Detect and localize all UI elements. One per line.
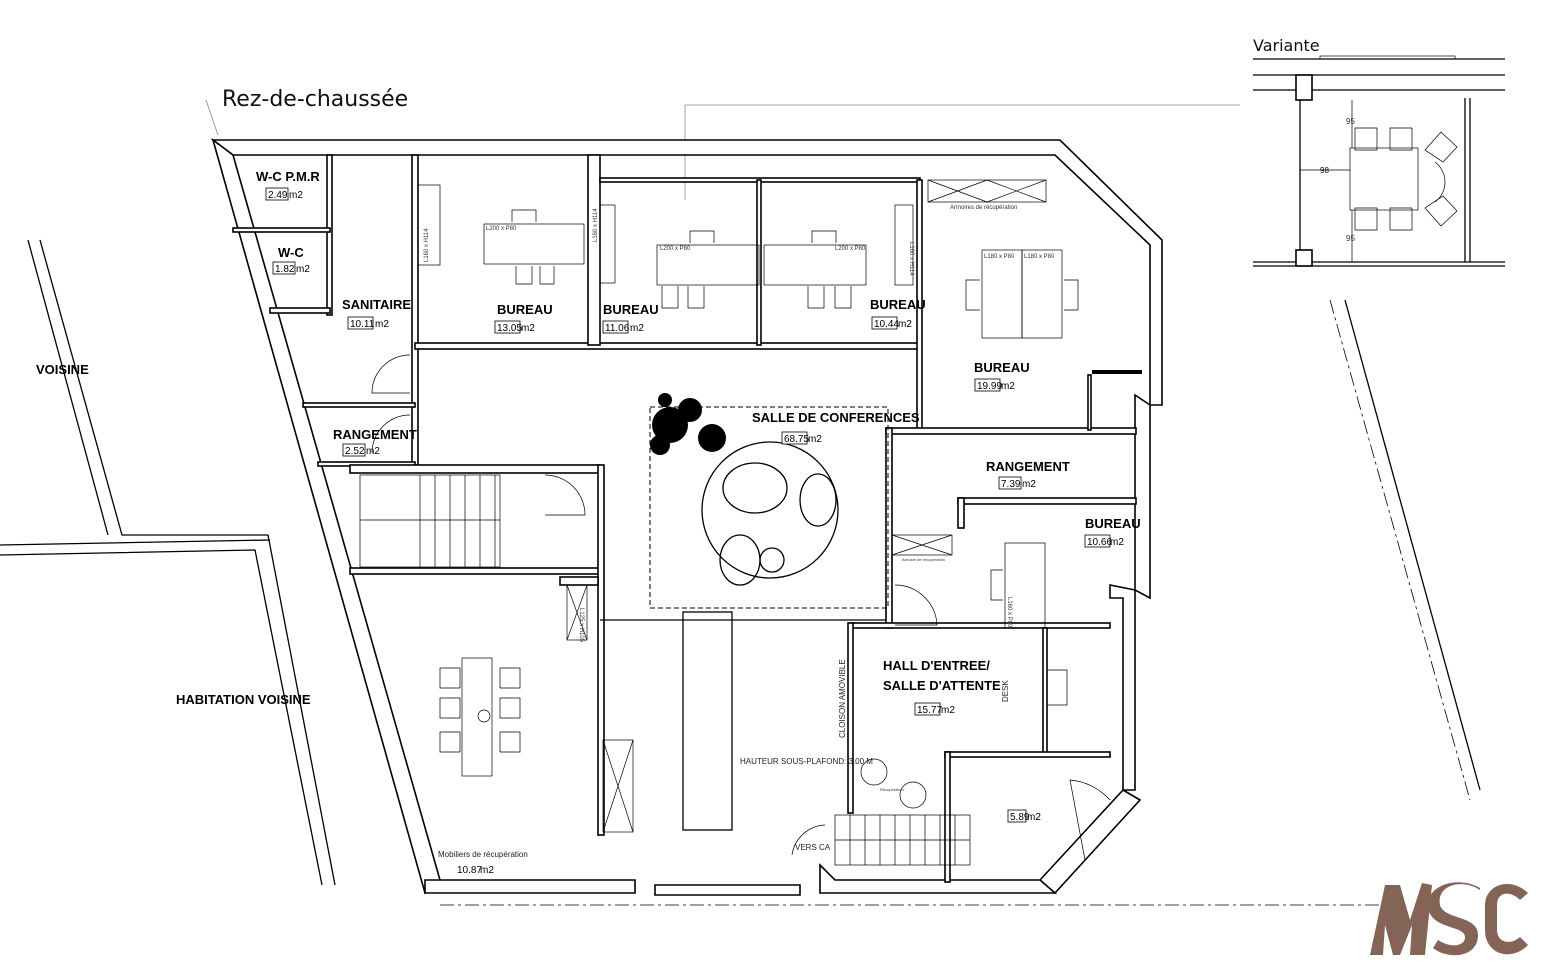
svg-text:SANITAIRE: SANITAIRE	[342, 297, 411, 312]
svg-text:Variante: Variante	[1253, 36, 1320, 55]
svg-text:BUREAU: BUREAU	[497, 302, 553, 317]
svg-text:1.82: 1.82	[275, 264, 295, 275]
interior-walls	[232, 154, 1142, 883]
room-bureau-2: BUREAU 11.06 m2	[602, 302, 659, 334]
svg-text:7.39: 7.39	[1001, 479, 1021, 490]
svg-text:5.89: 5.89	[1010, 812, 1030, 823]
svg-text:m2: m2	[941, 705, 955, 716]
cabinets	[417, 179, 1047, 833]
exterior-walls	[210, 137, 1481, 906]
svg-text:m2: m2	[1001, 381, 1015, 392]
desk-label-4: L180 x P80	[984, 254, 1015, 260]
room-bureau-5: BUREAU 10.66 m2	[1084, 516, 1141, 548]
room-mobiliers: Mobiliers de récupération 10.87 m2	[438, 850, 528, 876]
note-hauteur: HAUTEUR SOUS-PLAFOND: 3.00 M	[740, 757, 873, 766]
svg-text:10.66: 10.66	[1087, 537, 1112, 548]
room-bureau-4: BUREAU 19.99 m2	[974, 360, 1030, 392]
desk-label-2: L200 x P80	[660, 246, 691, 252]
svg-text:RANGEMENT: RANGEMENT	[333, 427, 417, 442]
label-habitation-voisine: HABITATION VOISINE	[176, 692, 311, 707]
label-voisine: VOISINE	[36, 362, 89, 377]
svg-text:68.75: 68.75	[784, 434, 809, 445]
svg-text:Mobiliers de récupération: Mobiliers de récupération	[438, 850, 528, 859]
svg-text:m2: m2	[521, 323, 535, 334]
svg-text:m2: m2	[630, 323, 644, 334]
chairs	[439, 209, 1079, 809]
cabinet-label-2: L160 x H114	[593, 208, 599, 242]
svg-text:m2: m2	[808, 434, 822, 445]
svg-text:m2: m2	[898, 319, 912, 330]
svg-text:m2: m2	[366, 446, 380, 457]
room-589: 5.89 m2	[1007, 809, 1041, 823]
svg-text:m2: m2	[289, 190, 303, 201]
conference-furniture	[701, 441, 839, 586]
svg-text:RANGEMENT: RANGEMENT	[986, 459, 1070, 474]
svg-text:11.06: 11.06	[605, 323, 630, 334]
desk-label-1: L200 x P80	[486, 226, 517, 232]
svg-text:HALL D'ENTREE/: HALL D'ENTREE/	[883, 658, 990, 673]
svg-text:2.49: 2.49	[268, 190, 288, 201]
svg-text:95: 95	[1346, 117, 1355, 126]
room-sanitaire: SANITAIRE 10.11 m2	[342, 297, 411, 330]
room-rangement-2: RANGEMENT 7.39 m2	[986, 459, 1070, 490]
svg-text:m2: m2	[480, 865, 494, 876]
desk-label-6: L160 x P80	[1006, 597, 1012, 628]
variant-plan: Variante 95 98 95	[1253, 36, 1505, 267]
plant-icon	[650, 393, 726, 455]
cabinet-label-1: L160 x H114	[424, 228, 430, 262]
note-cloison: CLOISON AMOVIBLE	[838, 659, 847, 738]
conference-zone	[649, 406, 889, 609]
long-counter	[682, 611, 733, 831]
desk-label-5: L180 x P80	[1024, 254, 1055, 260]
room-bureau-3: BUREAU 10.44 m2	[870, 297, 926, 330]
svg-text:BUREAU: BUREAU	[974, 360, 1030, 375]
room-wc-pmr: W-C P.M.R 2.49 m2	[256, 169, 320, 201]
svg-text:10.87: 10.87	[457, 865, 482, 876]
svg-text:BUREAU: BUREAU	[603, 302, 659, 317]
svg-text:10.11: 10.11	[350, 319, 375, 330]
svg-text:W-C P.M.R: W-C P.M.R	[256, 169, 320, 184]
note-armoires: Armoires de récupération	[950, 205, 1017, 211]
note-recup: Récupération	[880, 787, 904, 792]
room-bureau-1: BUREAU 13.05 m2	[494, 302, 553, 334]
svg-text:SALLE D'ATTENTE: SALLE D'ATTENTE	[883, 678, 1001, 693]
svg-text:2.52: 2.52	[345, 446, 365, 457]
doors	[371, 354, 1111, 861]
desks	[461, 223, 1063, 777]
svg-text:19.99: 19.99	[977, 381, 1002, 392]
cabinet-label-4: L125 x H105	[578, 608, 584, 643]
svg-text:m2: m2	[1027, 812, 1041, 823]
plan-title: Rez-de-chaussée	[222, 87, 408, 112]
room-conference: SALLE DE CONFERENCES 68.75 m2	[752, 410, 920, 445]
room-wc: W-C 1.82 m2	[272, 245, 310, 275]
svg-text:95: 95	[1346, 234, 1355, 243]
title-leader	[205, 99, 219, 136]
room-hall: HALL D'ENTREE/ SALLE D'ATTENTE 15.77 m2	[883, 658, 1001, 716]
svg-text:m2: m2	[1022, 479, 1036, 490]
note-desk: DESK	[1001, 680, 1010, 702]
svg-text:m2: m2	[1110, 537, 1124, 548]
svg-text:15.77: 15.77	[917, 705, 942, 716]
svg-text:m2: m2	[296, 264, 310, 275]
svg-text:10.44: 10.44	[874, 319, 899, 330]
svg-text:98: 98	[1320, 166, 1329, 175]
svg-text:m2: m2	[375, 319, 389, 330]
room-rangement-1: RANGEMENT 2.52 m2	[333, 427, 417, 457]
neighbour-boundaries	[0, 239, 336, 886]
svg-text:BUREAU: BUREAU	[870, 297, 926, 312]
svg-text:SALLE DE CONFERENCES: SALLE DE CONFERENCES	[752, 410, 920, 425]
note-vers: VERS CA	[795, 843, 831, 852]
svg-text:BUREAU: BUREAU	[1085, 516, 1141, 531]
msc-logo	[1370, 882, 1528, 956]
svg-text:13.05: 13.05	[497, 323, 522, 334]
note-armoire-small: Armoire de récupération	[902, 557, 945, 562]
desk-label-3: L200 x P80	[835, 246, 866, 252]
staircase	[359, 474, 971, 866]
svg-text:W-C: W-C	[278, 245, 304, 260]
cabinet-label-3: L160 x H114	[908, 242, 914, 276]
